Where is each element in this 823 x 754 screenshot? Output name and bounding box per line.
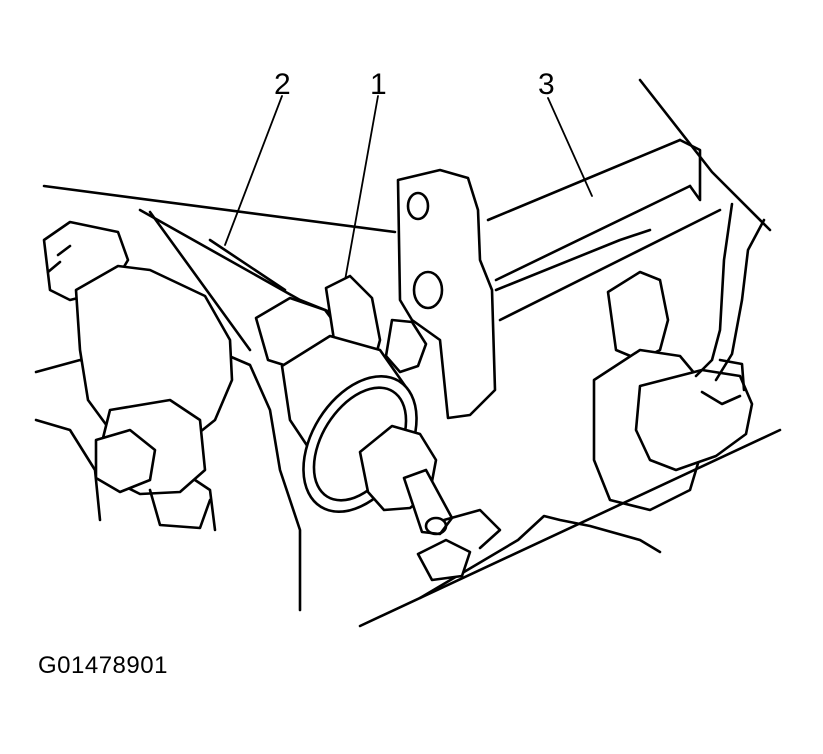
engine-base: [358, 428, 782, 628]
leader-line-1: [343, 95, 379, 287]
fuel-filter-connector: [592, 202, 766, 512]
callout-label-3: 3: [538, 68, 555, 101]
vacuum-line: [486, 78, 772, 322]
fuel-injector: [42, 220, 234, 530]
callout-label-1: 1: [370, 68, 387, 101]
mounting-bracket: [396, 168, 497, 420]
leader-line-2: [224, 95, 283, 246]
fuel-pressure-regulator: [254, 274, 454, 536]
callout-label-2: 2: [274, 68, 291, 101]
leader-line-3: [547, 97, 593, 197]
fuel-rail: [34, 184, 397, 612]
figure-id-label: G01478901: [38, 652, 168, 679]
